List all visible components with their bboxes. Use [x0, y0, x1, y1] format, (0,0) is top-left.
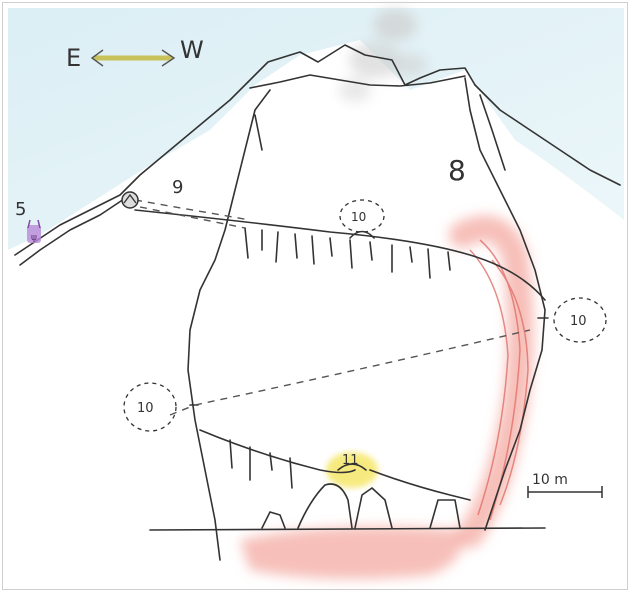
compass-east-label: E	[66, 44, 81, 72]
scale-bar-label: 10 m	[532, 472, 568, 488]
label-11: 11	[342, 453, 359, 468]
sky-wash	[8, 8, 624, 250]
label-10-right: 10	[570, 314, 587, 329]
label-8: 8	[448, 154, 466, 187]
lava-glow	[240, 228, 520, 579]
label-9: 9	[172, 177, 183, 198]
point-9-marker	[122, 192, 138, 208]
label-10-top: 10	[351, 210, 366, 224]
label-5: 5	[15, 199, 26, 220]
vent-10-circles	[124, 200, 606, 431]
label-10-left: 10	[137, 401, 154, 416]
compass-west-label: W	[180, 36, 204, 64]
svg-text:ψ: ψ	[31, 233, 37, 243]
